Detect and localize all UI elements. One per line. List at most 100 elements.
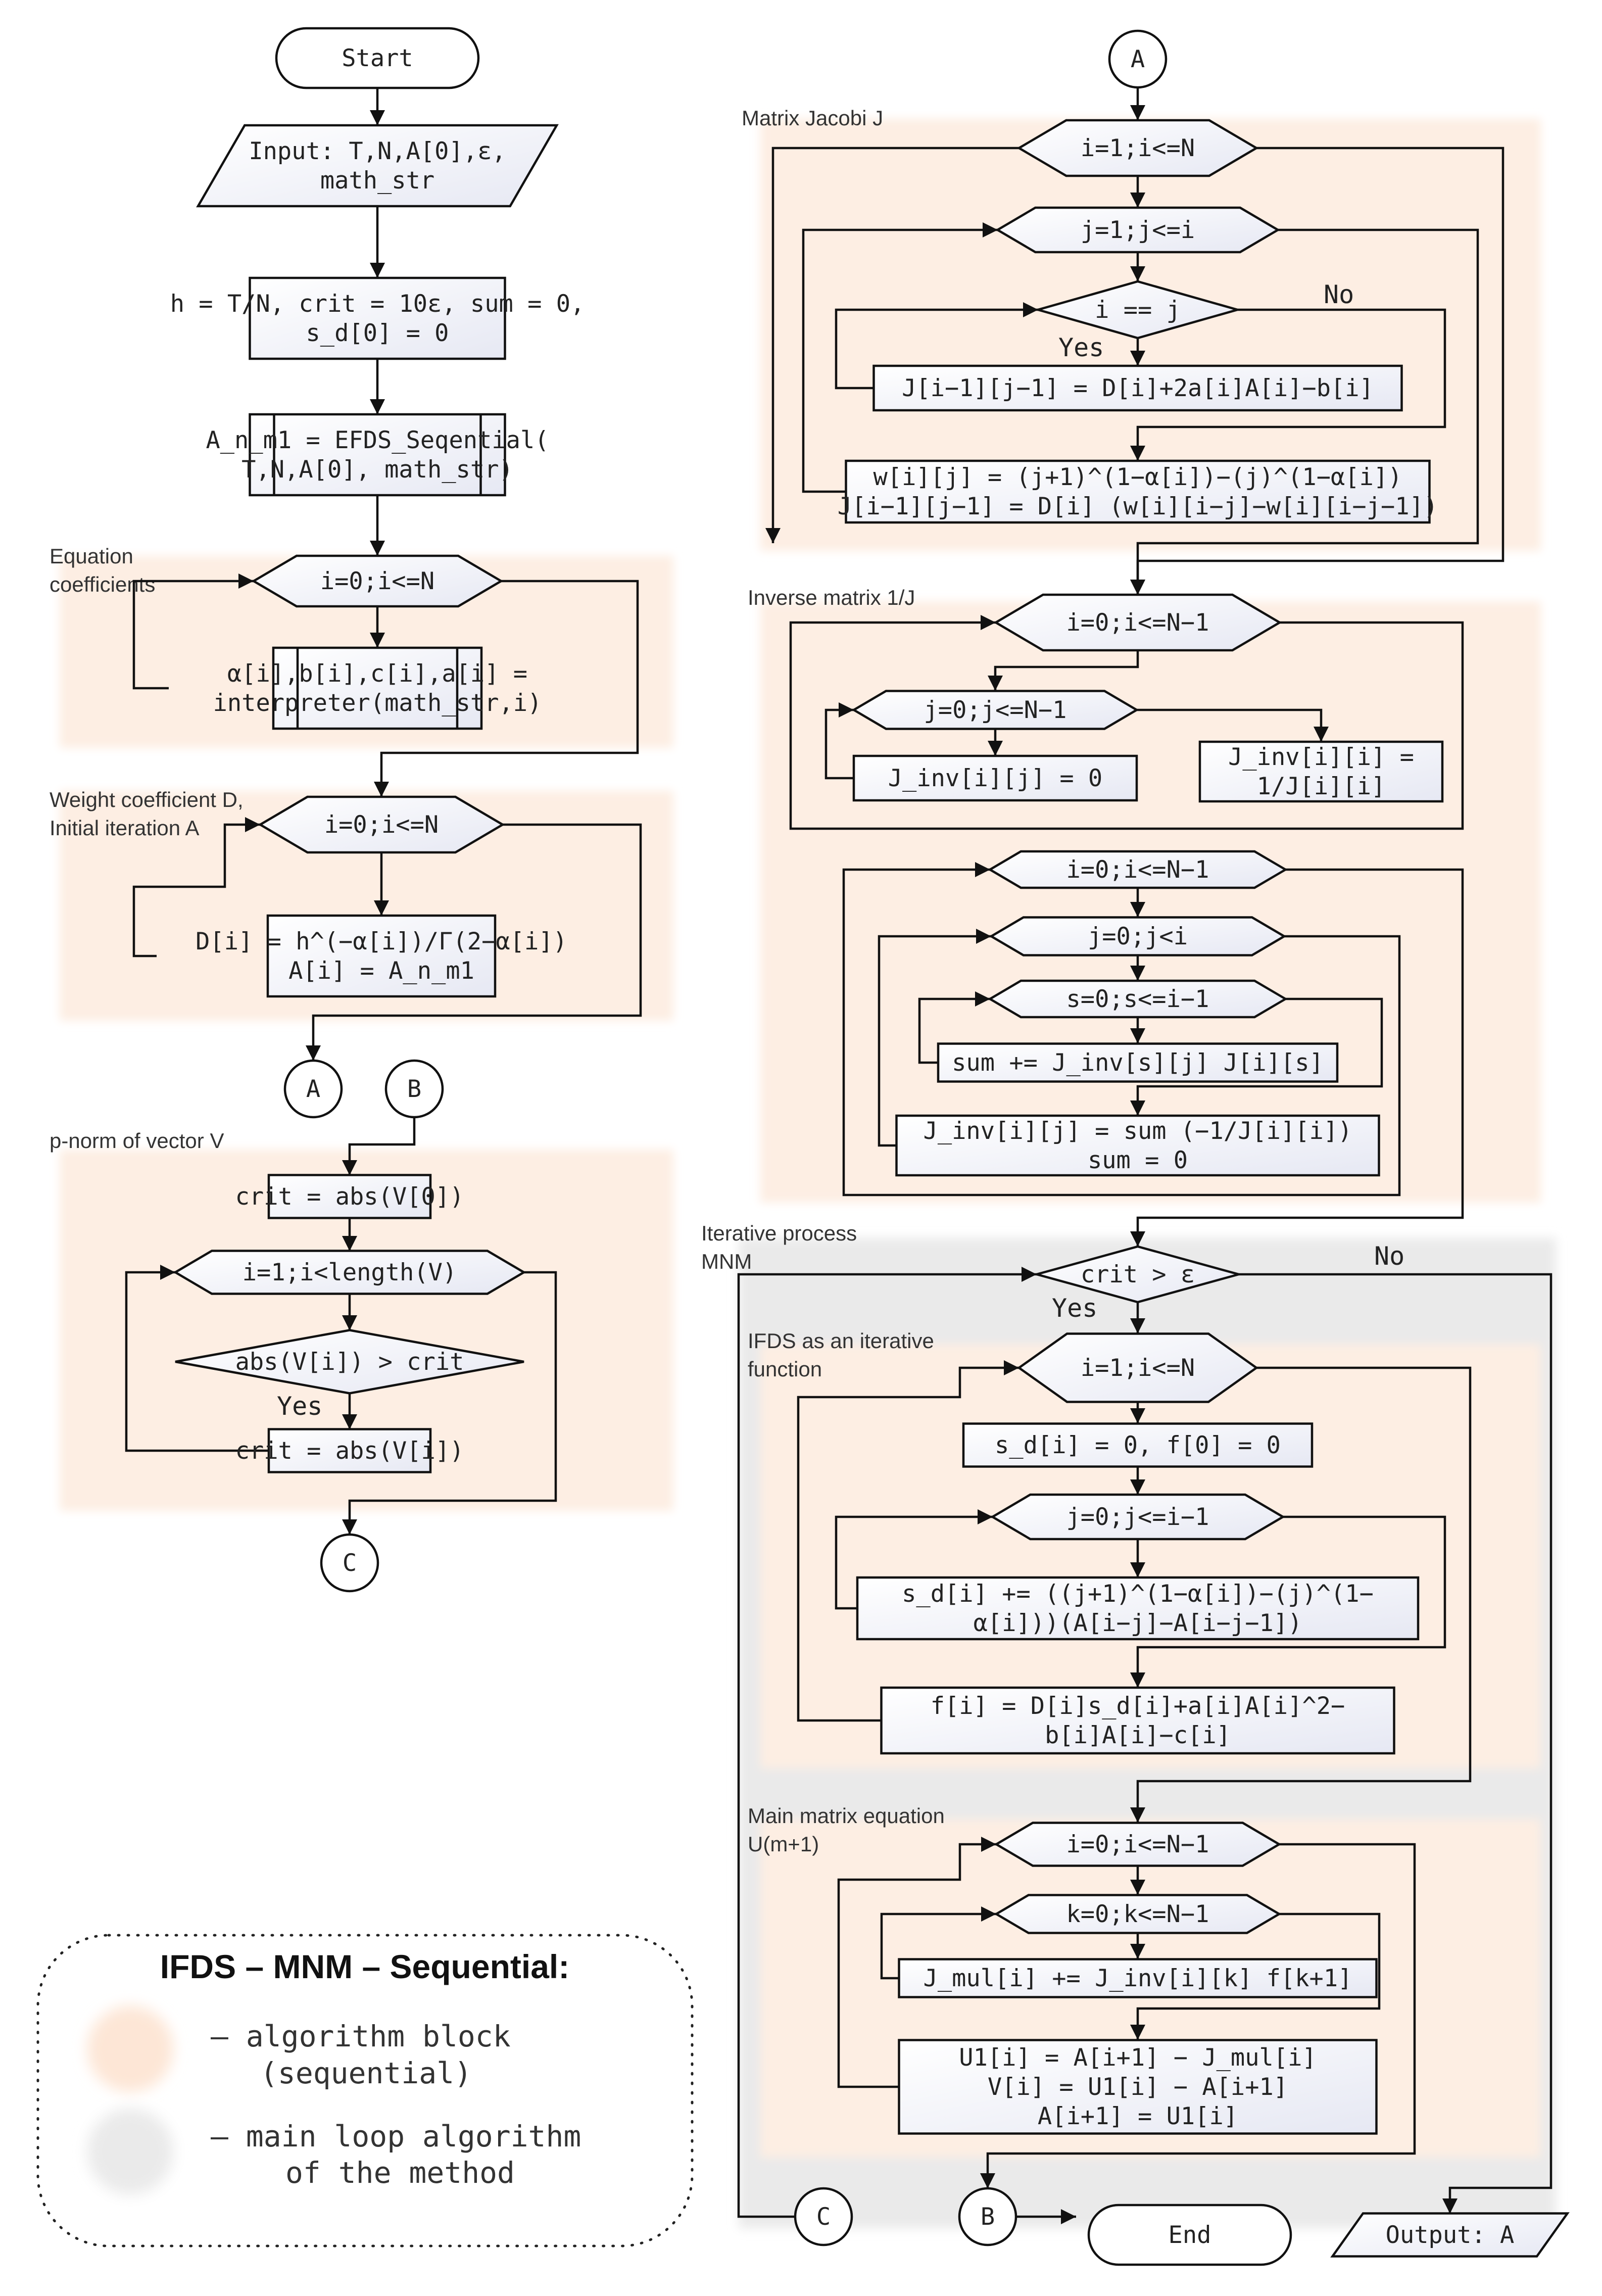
edge-arrowhead	[983, 222, 998, 237]
region-label-weight: Initial iteration A	[50, 816, 200, 840]
conn-b2-text: B	[981, 2203, 995, 2231]
edge-arrowhead	[342, 1236, 357, 1251]
edge-20	[835, 308, 1038, 390]
j-off-shape	[845, 459, 1431, 524]
output-shape	[1330, 2212, 1570, 2258]
node-conn-b1: B	[384, 1059, 444, 1119]
edge-arrowhead	[1023, 302, 1038, 317]
legend-item-main-line2: of the method	[285, 2156, 515, 2190]
node-input: Input: T,N,A[0],ε,math_str	[196, 124, 559, 208]
node-conn-c2: C	[794, 2187, 853, 2246]
edge-arrowhead	[975, 991, 990, 1007]
j-off-text: w[i][j] = (j+1)^(1−α[i])−(j)^(1−α[i])	[873, 463, 1402, 491]
edge-arrowhead	[238, 573, 254, 589]
inv2-sum-shape	[937, 1042, 1339, 1083]
edge-arrowhead	[370, 541, 385, 556]
edge-5	[132, 580, 254, 690]
edge-arrowhead	[1130, 2025, 1145, 2040]
inv2-loop-s-text: s=0;s<=i−1	[1066, 985, 1209, 1013]
conn-b1-shape	[384, 1059, 444, 1119]
node-j-loop-i: i=1;i<=N	[1016, 119, 1259, 177]
edge-arrowhead	[988, 741, 1003, 756]
inv2-loop-j-shape	[989, 916, 1287, 956]
edge-arrowhead	[1130, 1944, 1145, 1959]
node-mnm-cond: crit > ε	[1032, 1245, 1243, 1304]
edge-arrowhead	[342, 1519, 357, 1535]
pn-crit0-text: crit = abs(V[0])	[235, 1183, 464, 1211]
edge-arrowhead	[1314, 727, 1329, 742]
edge-arrowhead	[981, 615, 996, 630]
inv-zero-shape	[852, 754, 1138, 802]
ifds-loop-i-shape	[1017, 1332, 1258, 1403]
edge-arrowhead	[981, 1837, 996, 1852]
edge-arrowhead	[374, 900, 389, 916]
pn-cond-text: abs(V[i]) > crit	[235, 1348, 464, 1376]
mm-update-text: V[i] = U1[i] − A[i+1]	[988, 2073, 1288, 2101]
efds-text: T,N,A[0], math_str)	[241, 456, 513, 484]
pn-loop-text: i=1;i<length(V)	[242, 1259, 457, 1286]
edge-35	[1136, 997, 1383, 1116]
edge-arrowhead	[981, 1906, 996, 1922]
node-efds: A_n_m1 = EFDS_Seqential(T,N,A[0], math_s…	[206, 413, 549, 497]
edge-arrowhead	[1130, 1562, 1145, 1577]
conn-b1-text: B	[407, 1075, 421, 1103]
ifds-sd-text: s_d[i] += ((j+1)^(1−α[i])−(j)^(1−	[902, 1580, 1374, 1608]
legend: IFDS – MNM – Sequential: – algorithm blo…	[36, 1934, 694, 2247]
inv2-sum-text: sum += J_inv[s][j] J[i][s]	[952, 1049, 1324, 1077]
node-inv-zero: J_inv[i][j] = 0	[852, 754, 1138, 802]
node-j-cond: i == j	[1034, 280, 1242, 340]
node-pn-crit0: crit = abs(V[0])	[235, 1174, 464, 1219]
branch-label-mnm-no: No	[1374, 1241, 1404, 1271]
conn-c1-shape	[320, 1533, 379, 1593]
region-label-ifds: IFDS as an iterative	[748, 1329, 934, 1353]
edge-arrowhead	[1130, 902, 1145, 917]
inv-loop-j-text: j=0;j<=N−1	[924, 696, 1067, 724]
node-weight: D[i] = h^(−α[i])/Γ(2−α[i])A[i] = A_n_m1	[196, 914, 567, 998]
weight-text: D[i] = h^(−α[i])/Γ(2−α[i])	[196, 928, 567, 955]
edge-arrowhead	[306, 1045, 321, 1061]
mm-update-text: U1[i] = A[i+1] − J_mul[i]	[959, 2044, 1316, 2072]
edge-arrowhead	[370, 110, 385, 125]
j-off-text: J[i−1][j−1] = D[i] (w[i][i−j]−w[i][i−j−1…	[838, 493, 1438, 520]
edge-arrowhead	[976, 929, 991, 944]
interp-text: α[i],b[i],c[i],a[i] =	[227, 660, 527, 688]
node-interp: α[i],b[i],c[i],a[i] =interpreter(math_st…	[213, 646, 542, 730]
node-j-diag: J[i−1][j−1] = D[i]+2a[i]A[i]−b[i]	[872, 364, 1403, 412]
ifds-f-text: f[i] = D[i]s_d[i]+a[i]A[i]^2−	[931, 1692, 1345, 1720]
inv-loop-i-shape	[993, 593, 1282, 652]
node-init: h = T/N, crit = 10ε, sum = 0,s_d[0] = 0	[170, 276, 585, 360]
conn-c2-shape	[794, 2187, 853, 2246]
node-ifds-f: f[i] = D[i]s_d[i]+a[i]A[i]^2−b[i]A[i]−c[…	[880, 1686, 1395, 1755]
j-cond-shape	[1034, 280, 1242, 340]
ifds-loop-j-shape	[990, 1493, 1285, 1541]
loop-coef-text: i=0;i<=N	[320, 567, 434, 595]
edge-21	[1136, 308, 1446, 461]
inv2-loop-j-text: j=0;j<i	[1088, 923, 1188, 950]
node-j-off: w[i][j] = (j+1)^(1−α[i])−(j)^(1−α[i])J[i…	[838, 459, 1438, 524]
edge-arrowhead	[978, 1509, 993, 1524]
edge-arrowhead	[342, 1315, 357, 1330]
edge-arrowhead	[975, 862, 990, 877]
node-ifds-sd: s_d[i] += ((j+1)^(1−α[i])−(j)^(1−α[i]))(…	[856, 1576, 1420, 1641]
node-inv2-loop-i: i=0;i<=N−1	[988, 850, 1288, 889]
edge-45	[797, 1366, 1019, 1722]
mm-loop-k-text: k=0;k<=N−1	[1066, 1900, 1209, 1928]
ifds-f-text: b[i]A[i]−c[i]	[1045, 1721, 1231, 1749]
weight-shape	[266, 914, 497, 998]
ifds-loop-i-text: i=1;i<=N	[1081, 1354, 1195, 1382]
edge-arrowhead	[342, 1160, 357, 1175]
node-start: Start	[275, 27, 480, 89]
end-shape	[1087, 2204, 1292, 2266]
edge-arrowhead	[1130, 1807, 1145, 1823]
region-inverse-bg	[760, 601, 1541, 1203]
conn-a2-text: A	[1131, 45, 1145, 73]
loop-coef-shape	[251, 554, 504, 608]
node-pn-loop: i=1;i<length(V)	[173, 1250, 526, 1295]
edge-arrowhead	[370, 263, 385, 278]
inv-loop-j-shape	[851, 690, 1139, 730]
conn-a2-shape	[1108, 29, 1168, 89]
edge-arrowhead	[1130, 1880, 1145, 1895]
input-text: math_str	[320, 167, 434, 195]
conn-c1-text: C	[343, 1549, 357, 1577]
